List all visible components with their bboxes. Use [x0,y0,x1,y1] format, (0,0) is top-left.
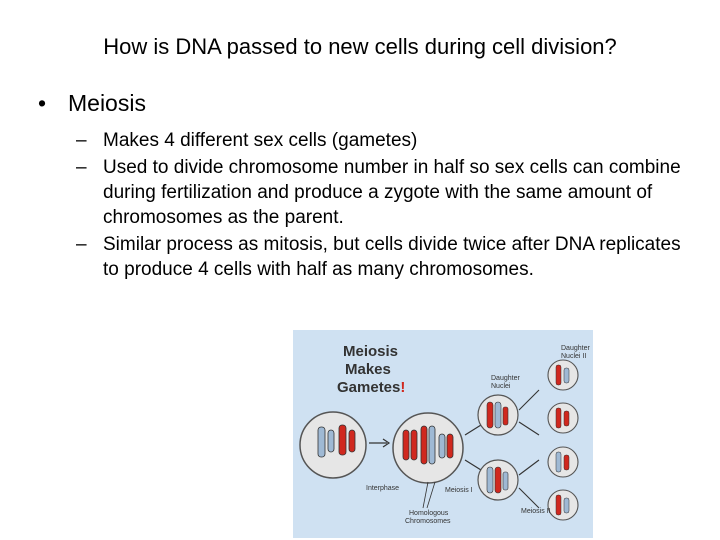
label-interphase: Interphase [366,485,399,492]
figure-title-line2: Makes [345,361,391,378]
figure-title-line3: Gametes! [337,379,405,396]
dash-marker: – [76,234,87,255]
sub-bullet-3: – Similar process as mitosis, but cells … [76,232,686,282]
meiosis-i-cell [392,412,464,484]
label-homologous-chromosomes: Homologous Chromosomes [405,510,451,525]
daughter-nucleus-top [477,394,519,436]
label-daughter-nuclei: Daughter Nuclei [491,375,522,390]
figure-title-line1: Meiosis [343,343,398,360]
dash-marker: – [76,130,87,151]
interphase-cell [299,411,367,479]
sub-bullet-text: Used to divide chromosome number in half… [103,157,681,228]
daughter-nucleus-bottom [477,459,519,501]
sub-bullet-text: Similar process as mitosis, but cells di… [103,234,681,280]
dash-marker: – [76,157,87,178]
bullet-text: Meiosis [68,90,146,116]
label-meiosis-ii: Meiosis II [521,508,551,515]
sub-bullet-text: Makes 4 different sex cells (gametes) [103,130,418,151]
meiosis-diagram: Meiosis Makes Gametes! [299,343,592,525]
sub-bullet-list: – Makes 4 different sex cells (gametes) … [76,128,686,284]
meiosis-figure: Meiosis Makes Gametes! [293,330,593,538]
bullet-meiosis: • Meiosis [38,90,146,117]
slide-title: How is DNA passed to new cells during ce… [103,34,617,59]
sub-bullet-2: – Used to divide chromosome number in ha… [76,155,686,230]
gamete-cells [547,359,579,521]
label-meiosis-i: Meiosis I [445,487,473,494]
bullet-marker: • [38,90,47,116]
label-daughter-nuclei-ii: Daughter Nuclei II [561,345,592,360]
sub-bullet-1: – Makes 4 different sex cells (gametes) [76,128,686,153]
